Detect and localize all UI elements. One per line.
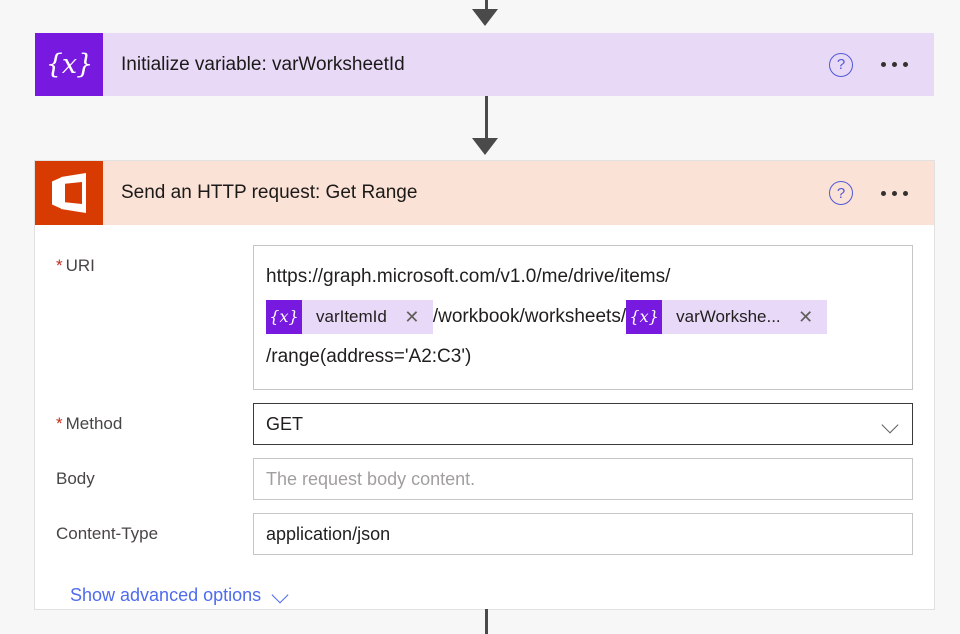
required-marker: * <box>56 414 63 433</box>
card-body: *URI https://graph.microsoft.com/v1.0/me… <box>35 225 934 606</box>
connector-line-bottom <box>485 609 488 634</box>
office-door-glyph <box>52 173 86 213</box>
uri-label: *URI <box>56 245 253 276</box>
field-row-method: *Method GET <box>56 403 913 445</box>
chevron-down-icon[interactable] <box>882 419 900 429</box>
token-chip-varitemid[interactable]: {x} varItemId ✕ <box>266 300 433 334</box>
action-card-send-http-request[interactable]: Send an HTTP request: Get Range ? *URI h… <box>35 161 934 609</box>
content-type-label-text: Content-Type <box>56 524 159 543</box>
connector-line-middle <box>485 96 488 140</box>
content-type-label: Content-Type <box>56 513 253 544</box>
help-icon[interactable]: ? <box>829 52 853 77</box>
token-label: varItemId <box>316 307 387 326</box>
uri-input[interactable]: https://graph.microsoft.com/v1.0/me/driv… <box>253 245 913 390</box>
connector-arrow-into-http <box>472 138 498 155</box>
office-365-excel-icon <box>35 161 103 225</box>
method-label-text: Method <box>65 414 123 433</box>
help-icon[interactable]: ? <box>829 181 853 205</box>
show-advanced-options-button[interactable]: Show advanced options <box>70 585 289 606</box>
close-icon[interactable]: ✕ <box>404 307 420 327</box>
variable-braces-icon: {x} <box>35 33 103 96</box>
method-value: GET <box>266 413 304 434</box>
content-type-control: application/json <box>253 513 913 555</box>
field-row-uri: *URI https://graph.microsoft.com/v1.0/me… <box>56 245 913 390</box>
method-label: *Method <box>56 403 253 434</box>
connector-line-top <box>485 0 488 12</box>
uri-middle-text: /workbook/worksheets/ <box>432 306 627 327</box>
method-control: GET <box>253 403 913 445</box>
connector-arrow-into-initialize <box>472 9 498 26</box>
token-label: varWorkshe... <box>676 307 781 326</box>
body-control: The request body content. <box>253 458 913 500</box>
uri-line-3: /range(address='A2:C3') <box>266 346 472 367</box>
variable-braces-icon: {x} <box>626 300 663 334</box>
card-title: Send an HTTP request: Get Range <box>121 182 418 203</box>
uri-line-2: {x} varItemId ✕ /workbook/worksheets/ {x… <box>266 297 900 337</box>
content-type-input[interactable]: application/json <box>253 513 913 555</box>
card-header[interactable]: Send an HTTP request: Get Range ? <box>35 161 934 225</box>
variable-braces-glyph: {x} <box>45 49 94 80</box>
content-type-value: application/json <box>266 523 391 544</box>
body-input[interactable]: The request body content. <box>253 458 913 500</box>
variable-braces-icon: {x} <box>266 300 302 334</box>
uri-label-text: URI <box>65 256 95 275</box>
more-options-icon[interactable] <box>879 58 910 71</box>
uri-control: https://graph.microsoft.com/v1.0/me/driv… <box>253 245 913 390</box>
chevron-down-icon[interactable] <box>273 591 289 601</box>
field-row-content-type: Content-Type application/json <box>56 513 913 555</box>
card-header-actions: ? <box>829 181 934 205</box>
page-title: Initialize variable: varWorksheetId <box>121 53 405 75</box>
field-row-body: Body The request body content. <box>56 458 913 500</box>
body-label: Body <box>56 458 253 489</box>
body-placeholder: The request body content. <box>266 468 476 489</box>
uri-line-1: https://graph.microsoft.com/v1.0/me/driv… <box>266 266 671 287</box>
required-marker: * <box>56 256 63 275</box>
token-chip-varworksheetid[interactable]: {x} varWorkshe... ✕ <box>626 300 827 334</box>
body-label-text: Body <box>56 469 95 488</box>
more-options-icon[interactable] <box>879 187 910 200</box>
card-header[interactable]: {x} Initialize variable: varWorksheetId … <box>35 33 934 96</box>
action-card-initialize-variable[interactable]: {x} Initialize variable: varWorksheetId … <box>35 33 934 96</box>
close-icon[interactable]: ✕ <box>798 307 814 327</box>
show-advanced-options-label: Show advanced options <box>70 585 262 605</box>
card-header-actions: ? <box>829 52 934 77</box>
method-select[interactable]: GET <box>253 403 913 445</box>
